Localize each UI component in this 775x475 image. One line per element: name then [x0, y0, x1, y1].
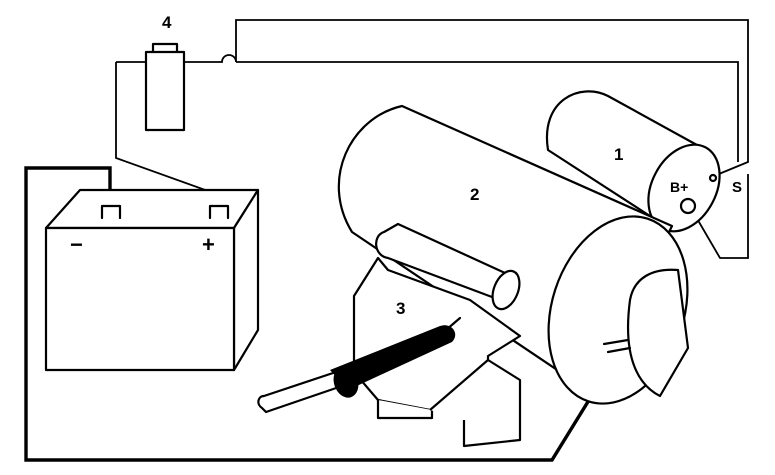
relay — [144, 42, 186, 132]
wire-relay-to-s-terminal — [210, 19, 749, 177]
battery-positive-sign: + — [202, 232, 215, 257]
shaft-end — [491, 269, 521, 311]
starter-label: 1 — [614, 145, 623, 164]
relay-body — [144, 50, 186, 132]
battery-negative-post — [100, 204, 122, 220]
mount-foot-right — [429, 358, 522, 448]
battery-front — [44, 226, 236, 372]
starter-motor — [545, 90, 721, 233]
probe-tool — [257, 316, 462, 414]
s-terminal — [708, 173, 718, 183]
mount-label: 3 — [396, 299, 405, 318]
relay-label: 4 — [162, 13, 172, 32]
probe-collar — [333, 366, 359, 398]
s-terminal-label: S — [732, 179, 742, 196]
probe-handle — [257, 370, 344, 414]
battery-top — [44, 188, 260, 230]
battery-negative-sign: − — [70, 232, 83, 257]
engine-label: 2 — [470, 185, 479, 204]
wire-b-plus — [691, 174, 749, 259]
drive-shaft — [375, 222, 521, 311]
b-plus-terminal — [679, 197, 697, 215]
probe-tip — [444, 316, 462, 332]
wire-relay-to-battery — [115, 62, 223, 197]
engine-flywheel-housing — [626, 268, 690, 398]
battery-positive-post — [208, 204, 230, 220]
mount-foot-left — [376, 400, 434, 420]
ground-cable — [24, 166, 612, 462]
b-plus-label: B+ — [670, 179, 688, 195]
probe-grip — [330, 325, 456, 390]
engine-ground-lugs — [602, 338, 632, 354]
battery — [44, 188, 260, 372]
engine — [337, 104, 690, 405]
